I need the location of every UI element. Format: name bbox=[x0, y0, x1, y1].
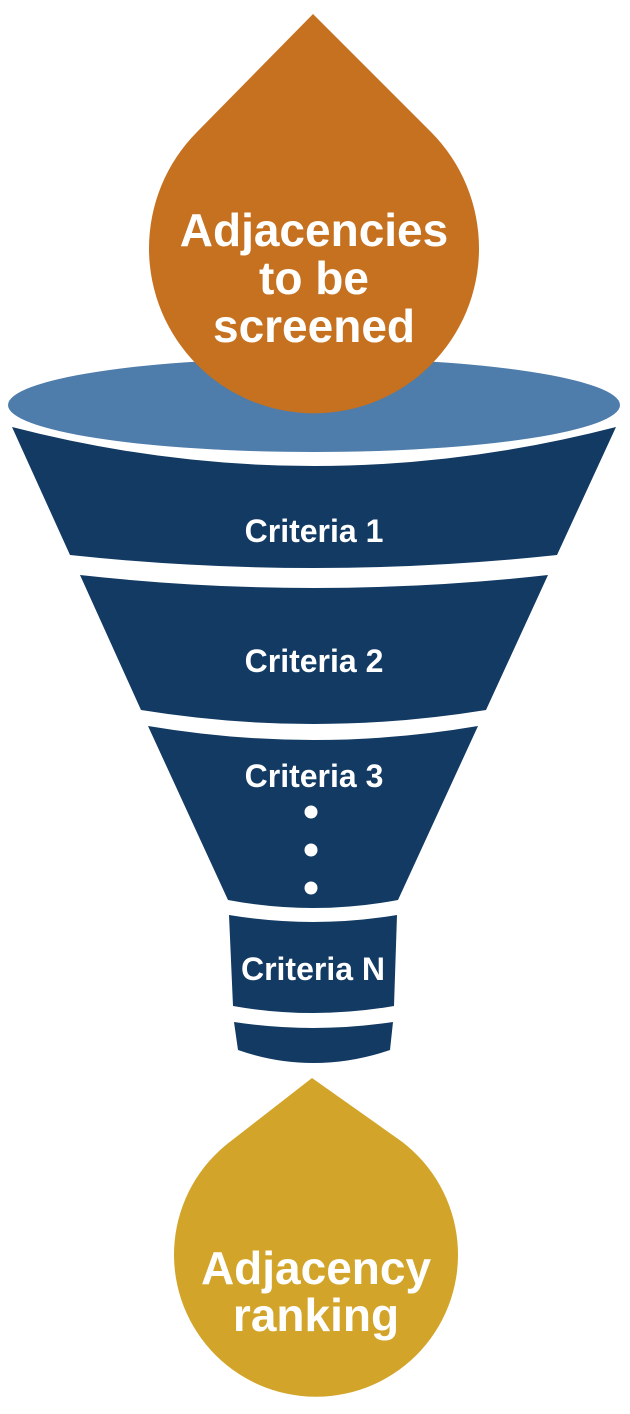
ellipsis-dot-1 bbox=[304, 805, 318, 819]
funnel-segment-n bbox=[229, 915, 397, 1013]
top-droplet-label-line-2: to be bbox=[259, 252, 369, 304]
funnel-segment-2 bbox=[80, 575, 548, 724]
bottom-droplet-label-line-2: ranking bbox=[233, 1289, 399, 1341]
stage-label-criteria-1: Criteria 1 bbox=[245, 513, 384, 549]
funnel-spout bbox=[234, 1022, 393, 1063]
stage-label-criteria-3: Criteria 3 bbox=[245, 758, 384, 794]
ellipsis-dot-3 bbox=[304, 881, 318, 895]
top-droplet-shape bbox=[149, 14, 479, 414]
bottom-droplet-shape bbox=[174, 1078, 459, 1397]
top-droplet-label-line-3: screened bbox=[213, 300, 415, 352]
top-droplet-label-line-1: Adjacencies bbox=[180, 204, 448, 256]
bottom-droplet-label-line-1: Adjacency bbox=[201, 1242, 432, 1294]
stage-label-criteria-2: Criteria 2 bbox=[245, 643, 384, 679]
stage-label-criteria-n: Criteria N bbox=[241, 951, 385, 987]
funnel-segment-1 bbox=[12, 427, 616, 568]
ellipsis-dot-2 bbox=[304, 843, 318, 857]
